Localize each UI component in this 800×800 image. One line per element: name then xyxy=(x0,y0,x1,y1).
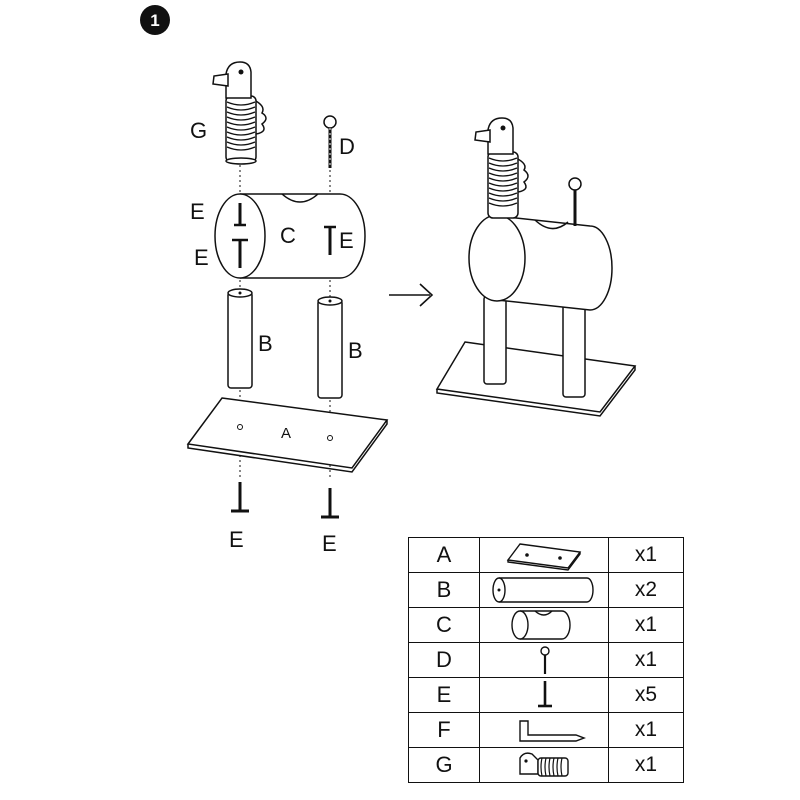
part-letter: F xyxy=(408,712,480,748)
part-quantity: x5 xyxy=(608,677,684,713)
part-quantity: x1 xyxy=(608,712,684,748)
label-d: D xyxy=(339,134,355,159)
table-row: B x2 xyxy=(408,572,684,608)
part-c-body xyxy=(214,193,366,279)
table-row: D x1 xyxy=(408,642,684,678)
screw-icon xyxy=(231,482,249,513)
head-mane xyxy=(253,99,267,135)
body-cylinder-icon xyxy=(479,607,609,643)
allen-key-icon xyxy=(479,712,609,748)
label-b-right: B xyxy=(348,338,363,363)
label-e-body-right: E xyxy=(339,228,354,253)
table-row: C x1 xyxy=(408,607,684,643)
label-b-left: B xyxy=(258,331,273,356)
label-a: A xyxy=(281,425,291,442)
table-row: F x1 xyxy=(408,712,684,748)
part-d-tail xyxy=(323,115,337,168)
label-e-top: E xyxy=(190,199,205,224)
part-letter: A xyxy=(408,537,480,573)
parts-table: A x1 B x2 C xyxy=(408,537,684,783)
part-letter: G xyxy=(408,747,480,783)
label-e-bottom-left: E xyxy=(229,527,244,552)
step-badge: 1 xyxy=(140,5,170,35)
exploded-view: G D C E xyxy=(186,61,389,556)
part-letter: E xyxy=(408,677,480,713)
label-e-bottom-right: E xyxy=(322,531,337,556)
part-quantity: x1 xyxy=(608,607,684,643)
screw-icon xyxy=(321,488,339,519)
arrow-right-icon xyxy=(389,283,434,307)
post-icon xyxy=(479,572,609,608)
part-letter: C xyxy=(408,607,480,643)
label-c: C xyxy=(280,223,296,248)
head-icon xyxy=(479,747,609,783)
screw-icon xyxy=(234,203,246,227)
screw-icon xyxy=(232,238,248,268)
label-e-middle: E xyxy=(194,245,209,270)
part-quantity: x2 xyxy=(608,572,684,608)
table-row: E x5 xyxy=(408,677,684,713)
base-plate-icon xyxy=(479,537,609,573)
assembled-view xyxy=(435,117,637,417)
step-number: 1 xyxy=(150,11,159,30)
part-letter: B xyxy=(408,572,480,608)
table-row: A x1 xyxy=(408,537,684,573)
table-row: G x1 xyxy=(408,747,684,783)
part-b-post-left xyxy=(227,288,253,389)
part-quantity: x1 xyxy=(608,642,684,678)
screw-icon xyxy=(324,225,336,255)
spring-coils xyxy=(226,101,256,151)
part-g-head xyxy=(212,61,267,165)
part-quantity: x1 xyxy=(608,537,684,573)
screw-icon xyxy=(479,677,609,713)
part-quantity: x1 xyxy=(608,747,684,783)
part-a-base xyxy=(186,397,389,473)
eye-icon xyxy=(238,69,244,75)
label-g: G xyxy=(190,118,207,143)
part-b-post-right xyxy=(317,296,343,399)
ball-tail-icon xyxy=(479,642,609,678)
part-letter: D xyxy=(408,642,480,678)
